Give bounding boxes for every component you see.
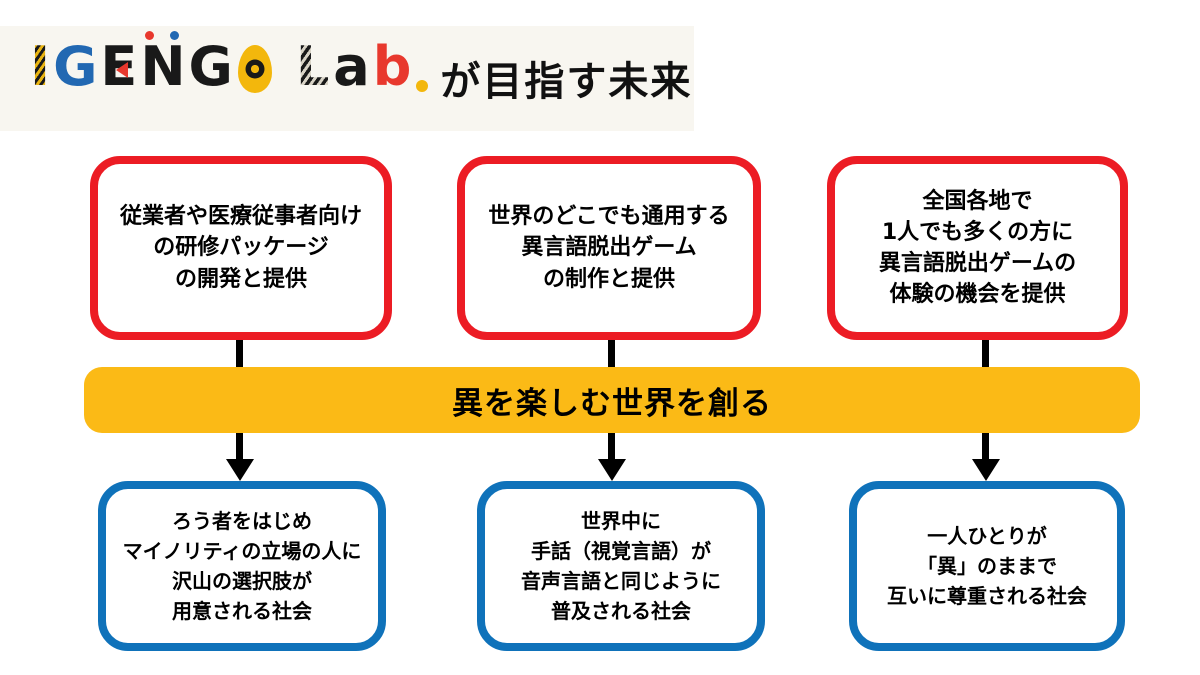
- activity-box-nationwide: 全国各地で 1人でも多くの方に 異言語脱出ゲームの 体験の機会を提供: [827, 156, 1128, 340]
- society-box-sign-language-text: 世界中に 手話（視覚言語）が 音声言語と同じように 普及される社会: [521, 509, 721, 623]
- society-box-choices-text: ろう者をはじめ マイノリティの立場の人に 沢山の選択肢が 用意される社会: [122, 509, 362, 623]
- logo-letter-o-eye-icon: [237, 45, 272, 93]
- connector-line-top-1: [236, 340, 243, 368]
- blue-dot-icon: [169, 31, 179, 40]
- connector-line-bottom-2: [608, 433, 615, 461]
- header-row: I G E N G L a b が目指す未来: [30, 31, 692, 105]
- logo-letter-l: L: [295, 35, 330, 98]
- red-dot-icon: [145, 31, 155, 40]
- connector-line-top-2: [608, 340, 615, 368]
- society-box-mutual-respect-text: 一人ひとりが 「異」のままで 互いに尊重される社会: [887, 524, 1087, 608]
- logo-letter-b: b: [372, 35, 412, 98]
- logo-letter-g2: G: [188, 35, 233, 98]
- logo-letter-a: a: [333, 35, 369, 98]
- connector-line-bottom-3: [982, 433, 989, 461]
- activity-box-training-text: 従業者や医療従事者向け の研修パッケージ の開発と提供: [119, 204, 362, 292]
- arrowhead-down-icon-2: [598, 459, 626, 481]
- society-box-mutual-respect: 一人ひとりが 「異」のままで 互いに尊重される社会: [849, 481, 1125, 651]
- logo-letter-n-glyph: N: [140, 35, 185, 98]
- eye-pupil-icon: [245, 59, 265, 79]
- mission-banner-text: 異を楽しむ世界を創る: [452, 385, 772, 422]
- logo-letter-g1: G: [53, 35, 97, 98]
- mission-banner: 異を楽しむ世界を創る: [84, 367, 1140, 433]
- page-title: が目指す未来: [440, 59, 693, 105]
- logo-letter-i: I: [30, 35, 50, 98]
- activity-box-training: 従業者や医療従事者向け の研修パッケージ の開発と提供: [90, 156, 392, 340]
- logo-letter-e: E: [100, 40, 137, 94]
- activity-box-game-production-text: 世界のどこでも通用する 異言語脱出ゲーム の制作と提供: [488, 204, 730, 292]
- connector-line-bottom-1: [236, 433, 243, 461]
- arrowhead-down-icon-3: [972, 459, 1000, 481]
- red-triangle-icon: [116, 61, 129, 78]
- society-box-choices: ろう者をはじめ マイノリティの立場の人に 沢山の選択肢が 用意される社会: [98, 481, 386, 651]
- logo-period-icon: [416, 80, 429, 92]
- connector-line-top-3: [982, 340, 989, 368]
- header-band: I G E N G L a b が目指す未来: [0, 26, 694, 131]
- logo-letter-n: N: [140, 31, 186, 98]
- activity-box-nationwide-text: 全国各地で 1人でも多くの方に 異言語脱出ゲームの 体験の機会を提供: [878, 188, 1077, 308]
- activity-box-game-production: 世界のどこでも通用する 異言語脱出ゲーム の制作と提供: [457, 156, 761, 340]
- society-box-sign-language: 世界中に 手話（視覚言語）が 音声言語と同じように 普及される社会: [477, 481, 765, 651]
- igengo-lab-logo: I G E N G L a b: [30, 31, 429, 98]
- arrowhead-down-icon-1: [226, 459, 254, 481]
